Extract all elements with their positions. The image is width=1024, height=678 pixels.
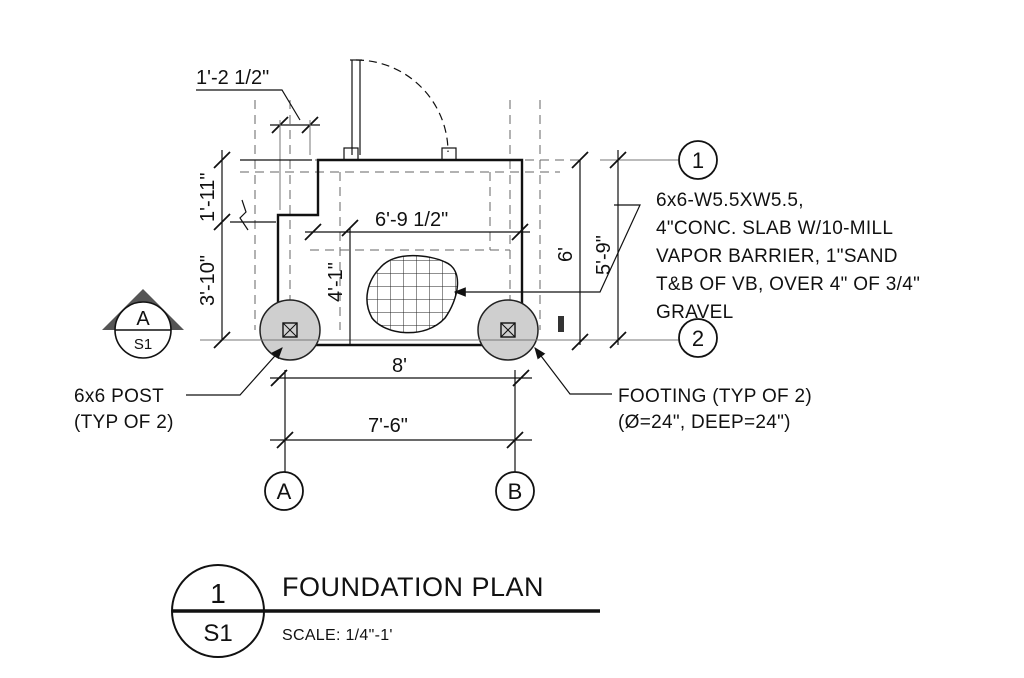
dim-slab-depth: 4'-1": [325, 262, 347, 302]
dim-slab-width: 6'-9 1/2": [375, 209, 448, 231]
title-text: FOUNDATION PLAN: [282, 572, 544, 602]
small-post-mark: [558, 316, 564, 332]
slab-hatch-symbol: [366, 254, 459, 334]
svg-text:6x6 POST: 6x6 POST: [74, 386, 164, 407]
grid-lines: [200, 159, 680, 472]
svg-text:6x6-W5.5XW5.5,: 6x6-W5.5XW5.5,: [656, 190, 804, 211]
grid-bubble-2: 2: [678, 318, 718, 358]
dim-bottom-grid: 7'-6": [368, 415, 408, 437]
svg-text:GRAVEL: GRAVEL: [656, 302, 733, 323]
dim-right-inner: 6': [555, 247, 577, 262]
dim-left-upper: 1'-11": [197, 173, 219, 222]
svg-text:T&B OF VB, OVER 4" OF 3/4": T&B OF VB, OVER 4" OF 3/4": [656, 274, 920, 295]
leaders: [186, 204, 641, 396]
svg-text:A: A: [277, 479, 292, 504]
dim-right-outer: 5'-9": [593, 235, 615, 275]
footing-b: [477, 299, 539, 361]
title-number: 1: [210, 578, 226, 609]
post-note: 6x6 POST (TYP OF 2): [74, 386, 174, 433]
grid-bubble-1: 1: [678, 140, 718, 180]
svg-text:1: 1: [692, 148, 704, 173]
svg-text:FOOTING (TYP OF 2): FOOTING (TYP OF 2): [618, 386, 812, 407]
footing-note: FOOTING (TYP OF 2) (Ø=24", DEEP=24"): [618, 386, 812, 433]
svg-text:2: 2: [692, 326, 704, 351]
slab-note: 6x6-W5.5XW5.5, 4"CONC. SLAB W/10-MILL VA…: [656, 190, 920, 323]
grid-bubble-b: B: [495, 471, 535, 511]
section-marker-letter: A: [136, 308, 150, 330]
door-swing: [343, 59, 457, 161]
title-sheet: S1: [203, 620, 232, 647]
grid-bubble-a: A: [264, 471, 304, 511]
section-marker: A S1: [102, 289, 184, 359]
svg-text:(Ø=24", DEEP=24"): (Ø=24", DEEP=24"): [618, 412, 791, 433]
dim-left-lower: 3'-10": [197, 255, 219, 306]
svg-text:4"CONC. SLAB W/10-MILL: 4"CONC. SLAB W/10-MILL: [656, 218, 893, 239]
footing-a: [259, 299, 321, 361]
section-marker-sheet: S1: [134, 336, 152, 353]
title-scale: SCALE: 1/4"-1': [282, 627, 393, 644]
svg-text:(TYP OF 2): (TYP OF 2): [74, 412, 174, 433]
title-block: 1 S1 FOUNDATION PLAN SCALE: 1/4"-1': [171, 564, 600, 658]
dimension-lines: [196, 89, 627, 449]
svg-text:VAPOR BARRIER, 1"SAND: VAPOR BARRIER, 1"SAND: [656, 246, 898, 267]
svg-text:B: B: [508, 479, 523, 504]
dim-bottom-slab: 8': [392, 355, 407, 377]
dim-top-offset: 1'-2 1/2": [196, 67, 269, 89]
